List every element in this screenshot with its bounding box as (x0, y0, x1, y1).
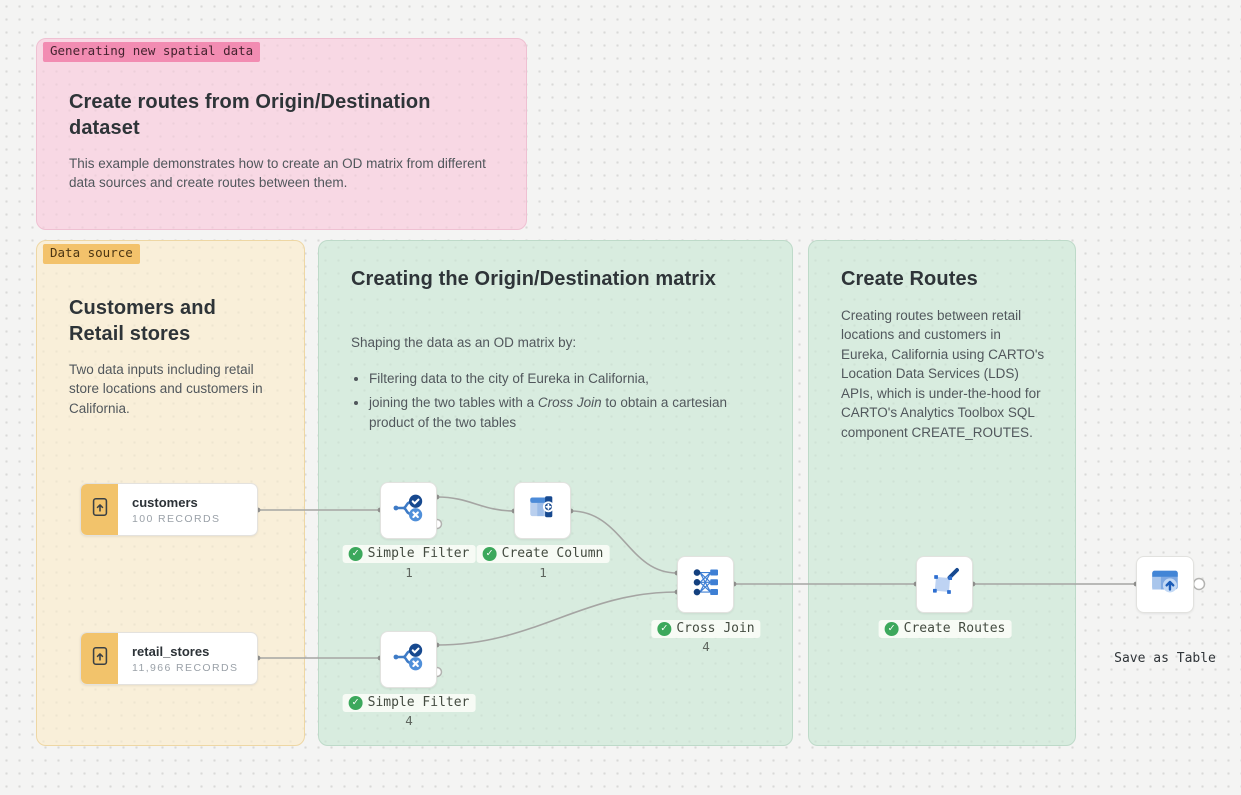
success-check-icon: ✓ (482, 546, 497, 561)
bullet-joining: joining the two tables with a Cross Join… (369, 393, 763, 432)
success-check-icon: ✓ (657, 621, 672, 636)
source-name: customers (132, 494, 198, 510)
node-create-routes[interactable] (916, 556, 973, 613)
annotation-od-matrix-title: Creating the Origin/Destination matrix (351, 268, 716, 290)
node-label-create-column: ✓ Create Column (476, 545, 610, 563)
success-check-icon: ✓ (348, 695, 363, 710)
annotation-create-routes[interactable]: Create Routes Creating routes between re… (808, 240, 1076, 746)
success-check-icon: ✓ (884, 621, 899, 636)
source-records: 11,966 RECORDS (132, 661, 239, 674)
node-count: 1 (405, 565, 413, 580)
bullet-filtering: Filtering data to the city of Eureka in … (369, 369, 763, 388)
node-cross-join[interactable] (677, 556, 734, 613)
node-count: 1 (539, 565, 547, 580)
node-count: 4 (405, 713, 413, 728)
source-strip (81, 484, 118, 535)
cross-join-icon (688, 564, 724, 605)
annotation-data-source-tag: Data source (43, 244, 140, 264)
annotation-data-source-title: Customers and Retail stores (69, 297, 216, 346)
node-simple-filter-2[interactable] (380, 631, 437, 688)
source-name: retail_stores (132, 643, 210, 659)
annotation-od-matrix-bullets: Filtering data to the city of Eureka in … (351, 355, 763, 437)
node-label-simple-filter-2: ✓ Simple Filter (342, 694, 476, 712)
file-import-icon (89, 496, 111, 523)
annotation-intro-tag: Generating new spatial data (43, 42, 261, 62)
node-count: 4 (702, 639, 710, 654)
annotation-od-matrix-subtitle: Shaping the data as an OD matrix by: (351, 335, 577, 350)
simple-filter-icon (391, 490, 427, 531)
node-save-as-table[interactable] (1136, 556, 1194, 613)
create-column-icon (525, 490, 561, 531)
annotation-create-routes-title: Create Routes (841, 268, 978, 290)
file-import-icon (89, 645, 111, 672)
save-as-table-icon (1147, 564, 1183, 605)
source-node-retail-stores[interactable]: retail_stores 11,966 RECORDS (80, 632, 258, 685)
success-check-icon: ✓ (348, 546, 363, 561)
node-simple-filter-1[interactable] (380, 482, 437, 539)
annotation-data-source-body: Two data inputs including retail store l… (69, 362, 263, 416)
annotation-intro[interactable]: Generating new spatial data Create route… (36, 38, 527, 230)
create-routes-icon (927, 564, 963, 605)
node-label-cross-join: ✓ Cross Join (651, 620, 761, 638)
source-node-customers[interactable]: customers 100 RECORDS (80, 483, 258, 536)
annotation-create-routes-body: Creating routes between retail locations… (841, 308, 1045, 440)
node-create-column[interactable] (514, 482, 571, 539)
annotation-intro-body: This example demonstrates how to create … (69, 156, 486, 191)
node-label-create-routes: ✓ Create Routes (878, 620, 1012, 638)
source-records: 100 RECORDS (132, 512, 221, 525)
node-label-save-as-table: Save as Table (1114, 651, 1216, 666)
simple-filter-icon (391, 639, 427, 680)
annotation-intro-title: Create routes from Origin/Destination da… (69, 91, 431, 140)
node-label-simple-filter-1: ✓ Simple Filter (342, 545, 476, 563)
source-strip (81, 633, 118, 684)
